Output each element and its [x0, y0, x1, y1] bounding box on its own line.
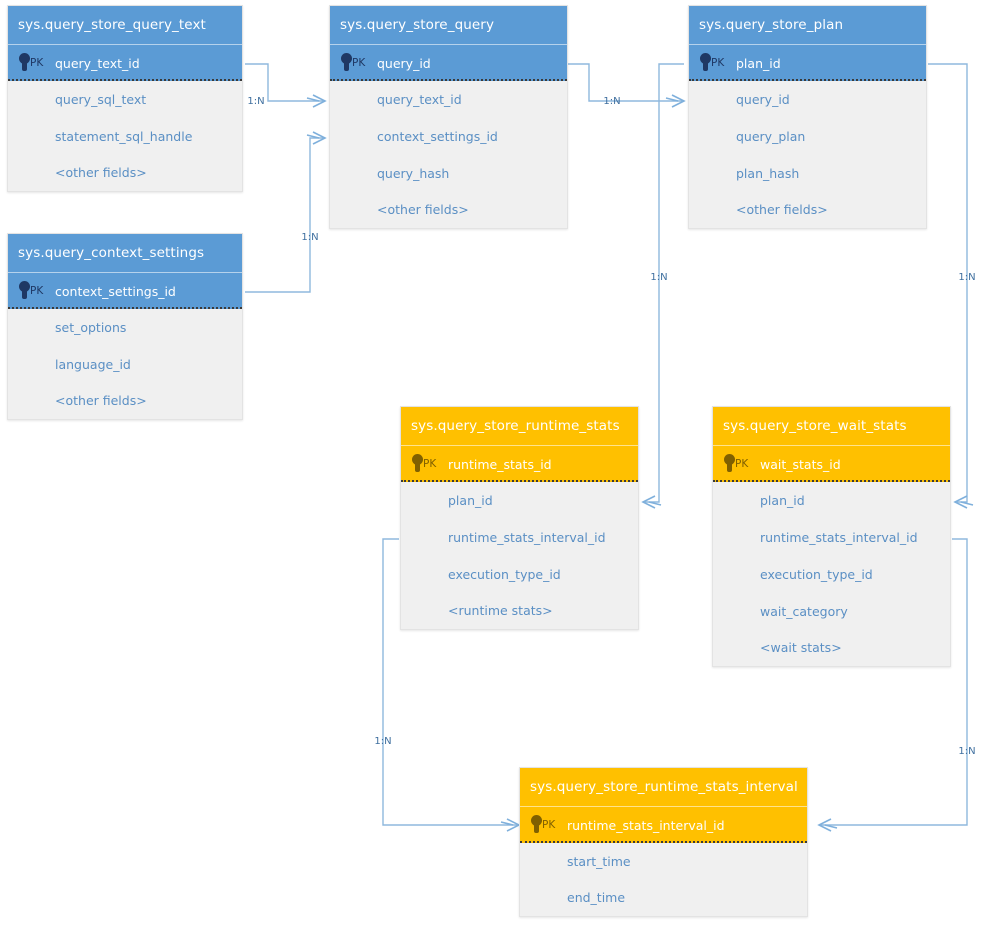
field-row: language_id	[55, 357, 131, 372]
field-row: <other fields>	[55, 393, 147, 408]
relationship-plan-to-runtime-stats: 1:N	[641, 63, 684, 509]
entity-primary-key-row: PK query_text_id	[8, 44, 242, 81]
cardinality-label-3: 1:N	[603, 96, 620, 107]
field-row: runtime_stats_interval_id	[448, 530, 606, 545]
cardinality-label-6: 1:N	[374, 736, 391, 747]
pk-field-name: plan_id	[736, 56, 781, 71]
field-row: plan_id	[448, 493, 493, 508]
pk-field-name: context_settings_id	[55, 284, 176, 299]
pk-tag: PK	[30, 57, 44, 69]
entity-field-list: start_time end_time	[520, 843, 807, 916]
entity-query-store-runtime-stats-interval[interactable]: sys.query_store_runtime_stats_interval P…	[519, 767, 808, 917]
field-row: query_plan	[736, 129, 806, 144]
key-icon	[19, 53, 30, 71]
entity-primary-key-row: PK context_settings_id	[8, 272, 242, 309]
entity-query-store-runtime-stats[interactable]: sys.query_store_runtime_stats PK runtime…	[400, 406, 639, 630]
entity-title: sys.query_context_settings	[8, 234, 242, 272]
cardinality-label-2: 1:N	[301, 232, 318, 243]
key-icon	[531, 815, 542, 833]
key-icon	[19, 281, 30, 299]
field-row: statement_sql_handle	[55, 129, 193, 144]
field-row: wait_category	[760, 604, 848, 619]
cardinality-label-1: 1:N	[247, 96, 264, 107]
field-row: <wait stats>	[760, 640, 842, 655]
entity-query-store-plan[interactable]: sys.query_store_plan PK plan_id query_id…	[688, 5, 927, 229]
relationship-query-text-to-query: 1:N	[245, 63, 327, 108]
field-row: query_hash	[377, 166, 450, 181]
pk-tag: PK	[30, 285, 44, 297]
entity-query-store-query-text[interactable]: sys.query_store_query_text PK query_text…	[7, 5, 243, 192]
key-icon	[724, 454, 735, 472]
entity-title: sys.query_store_runtime_stats_interval	[520, 768, 807, 806]
entity-field-list: query_text_id context_settings_id query_…	[330, 81, 567, 228]
cardinality-label-5: 1:N	[958, 272, 975, 283]
entity-title: sys.query_store_wait_stats	[713, 407, 950, 445]
field-row: <other fields>	[377, 202, 469, 217]
pk-tag: PK	[711, 57, 725, 69]
entity-primary-key-row: PK plan_id	[689, 44, 926, 81]
field-row: query_sql_text	[55, 92, 147, 107]
cardinality-label-7: 1:N	[958, 746, 975, 757]
pk-field-name: query_id	[377, 56, 431, 71]
field-row: <other fields>	[736, 202, 828, 217]
pk-tag: PK	[423, 458, 437, 470]
field-row: execution_type_id	[448, 567, 561, 582]
entity-field-list: query_id query_plan plan_hash <other fie…	[689, 81, 926, 228]
key-icon	[700, 53, 711, 71]
field-row: context_settings_id	[377, 129, 498, 144]
entity-title: sys.query_store_runtime_stats	[401, 407, 638, 445]
field-row: plan_hash	[736, 166, 800, 181]
entity-field-list: set_options language_id <other fields>	[8, 309, 242, 419]
entity-field-list: query_sql_text statement_sql_handle <oth…	[8, 81, 242, 191]
entity-query-store-wait-stats[interactable]: sys.query_store_wait_stats PK wait_stats…	[712, 406, 951, 667]
entity-title: sys.query_store_query_text	[8, 6, 242, 44]
field-row: <other fields>	[55, 165, 147, 180]
relationship-context-settings-to-query: 1:N	[245, 131, 327, 293]
pk-field-name: wait_stats_id	[760, 457, 841, 472]
field-row: set_options	[55, 320, 127, 335]
field-row: end_time	[567, 890, 626, 905]
entity-primary-key-row: PK runtime_stats_id	[401, 445, 638, 482]
key-icon	[341, 53, 352, 71]
pk-field-name: query_text_id	[55, 56, 140, 71]
field-row: execution_type_id	[760, 567, 873, 582]
relationship-query-to-plan: 1:N	[568, 63, 686, 108]
field-row: start_time	[567, 854, 631, 869]
entity-field-list: plan_id runtime_stats_interval_id execut…	[401, 482, 638, 629]
field-row: plan_id	[760, 493, 805, 508]
pk-tag: PK	[735, 458, 749, 470]
pk-tag: PK	[542, 819, 556, 831]
entity-query-context-settings[interactable]: sys.query_context_settings PK context_se…	[7, 233, 243, 420]
key-icon	[412, 454, 423, 472]
cardinality-label-4: 1:N	[650, 272, 667, 283]
pk-tag: PK	[352, 57, 366, 69]
entity-field-list: plan_id runtime_stats_interval_id execut…	[713, 482, 950, 666]
entity-primary-key-row: PK runtime_stats_interval_id	[520, 806, 807, 843]
entity-title: sys.query_store_query	[330, 6, 567, 44]
pk-field-name: runtime_stats_interval_id	[567, 818, 725, 833]
pk-field-name: runtime_stats_id	[448, 457, 552, 472]
entity-primary-key-row: PK query_id	[330, 44, 567, 81]
entity-primary-key-row: PK wait_stats_id	[713, 445, 950, 482]
entity-title: sys.query_store_plan	[689, 6, 926, 44]
field-row: <runtime stats>	[448, 603, 553, 618]
field-row: query_id	[736, 92, 790, 107]
field-row: query_text_id	[377, 92, 462, 107]
entity-query-store-query[interactable]: sys.query_store_query PK query_id query_…	[329, 5, 568, 229]
field-row: runtime_stats_interval_id	[760, 530, 918, 545]
